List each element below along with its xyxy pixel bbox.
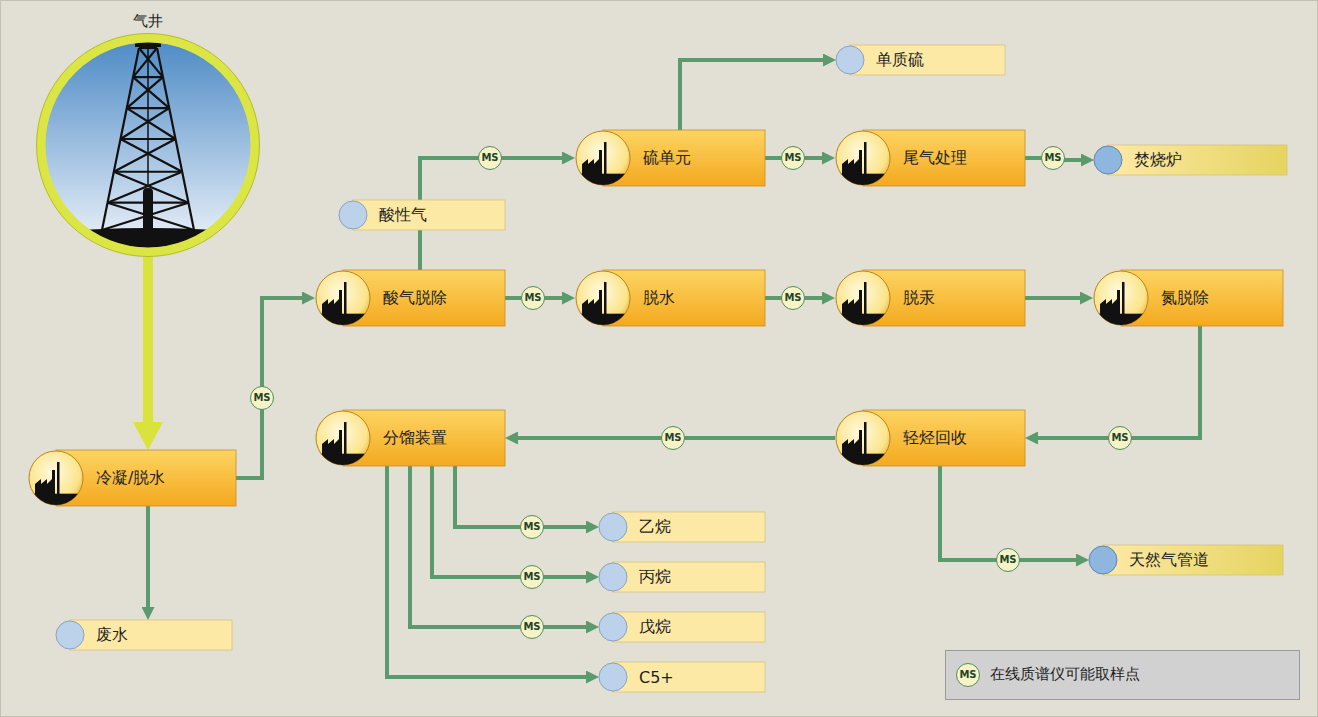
product-tag: 丙烷 xyxy=(599,562,765,592)
node-outline xyxy=(599,562,765,592)
sample-point-marker: MS xyxy=(250,386,274,410)
sample-point-marker: MS xyxy=(1108,426,1132,450)
flow-connector xyxy=(432,466,586,577)
process-box: 硫单元 xyxy=(575,130,765,186)
node-label: 硫单元 xyxy=(575,148,691,169)
flow-connector xyxy=(1025,296,1080,300)
product-tag: 废水 xyxy=(56,620,232,650)
sample-point-marker: MS xyxy=(661,426,685,450)
product-tag: 天然气管道 xyxy=(1089,545,1283,575)
node-outline xyxy=(599,612,765,642)
sample-point-marker: MS xyxy=(520,515,544,539)
node-label: 天然气管道 xyxy=(1089,550,1209,571)
node-label: 轻烃回收 xyxy=(835,428,967,449)
product-tag: 单质硫 xyxy=(836,45,1005,75)
sample-point-marker: MS xyxy=(781,146,805,170)
process-box: 尾气处理 xyxy=(835,130,1025,186)
sample-point-marker: MS xyxy=(996,548,1020,572)
sample-point-marker: MS xyxy=(521,286,545,310)
gas-well-node: 气井 xyxy=(40,6,256,254)
product-tag: 乙烷 xyxy=(599,512,765,542)
flow-connector xyxy=(680,60,823,130)
node-outline xyxy=(56,620,232,650)
process-box: 酸气脱除 xyxy=(315,270,505,326)
node-label: 焚烧炉 xyxy=(1094,150,1182,171)
legend-box: MS 在线质谱仪可能取样点 xyxy=(945,650,1300,700)
node-label: 冷凝/脱水 xyxy=(28,468,165,489)
process-box: 冷凝/脱水 xyxy=(28,450,236,506)
node-label: C5+ xyxy=(599,668,674,687)
sample-point-marker: MS xyxy=(520,615,544,639)
flow-connector xyxy=(940,466,1076,560)
legend-symbol: MS xyxy=(956,663,980,687)
node-label: 乙烷 xyxy=(599,517,671,538)
node-label: 脱水 xyxy=(575,288,675,309)
node-label: 氮脱除 xyxy=(1093,288,1209,309)
node-label: 脱汞 xyxy=(835,288,935,309)
node-label: 酸性气 xyxy=(339,205,427,226)
flow-connector xyxy=(455,466,586,527)
sample-point-marker: MS xyxy=(1041,146,1065,170)
sample-point-marker: MS xyxy=(478,146,502,170)
flow-connector xyxy=(146,506,150,607)
node-label: 气井 xyxy=(40,6,256,31)
flow-connector xyxy=(1038,326,1200,438)
node-label: 单质硫 xyxy=(836,50,924,71)
flow-connector xyxy=(410,466,586,627)
node-outline xyxy=(1094,145,1287,175)
process-box: 分馏装置 xyxy=(315,410,505,466)
product-tag: 酸性气 xyxy=(339,200,505,230)
process-box: 氮脱除 xyxy=(1093,270,1283,326)
process-box: 脱水 xyxy=(575,270,765,326)
process-box: 轻烃回收 xyxy=(835,410,1025,466)
node-label: 分馏装置 xyxy=(315,428,447,449)
node-label: 尾气处理 xyxy=(835,148,967,169)
feed-arrow xyxy=(143,254,153,422)
node-label: 戊烷 xyxy=(599,617,671,638)
sample-point-marker: MS xyxy=(520,565,544,589)
process-box: 脱汞 xyxy=(835,270,1025,326)
flow-connector xyxy=(418,230,422,270)
legend-text: 在线质谱仪可能取样点 xyxy=(990,665,1140,684)
node-label: 废水 xyxy=(56,625,128,646)
product-tag: 焚烧炉 xyxy=(1094,145,1287,175)
node-outline xyxy=(599,512,765,542)
product-tag: 戊烷 xyxy=(599,612,765,642)
node-outline xyxy=(599,662,765,692)
node-label: 丙烷 xyxy=(599,567,671,588)
node-outline xyxy=(40,6,256,254)
sample-point-marker: MS xyxy=(781,286,805,310)
flow-connector xyxy=(387,466,586,677)
node-label: 酸气脱除 xyxy=(315,288,447,309)
product-tag: C5+ xyxy=(599,662,765,692)
flow-connector xyxy=(236,298,302,478)
